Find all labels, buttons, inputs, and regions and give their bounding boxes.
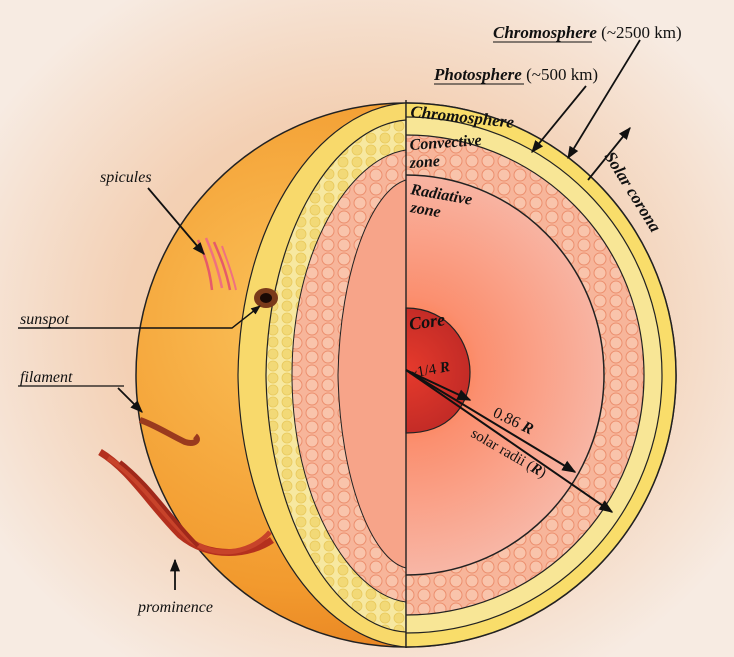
photosphere-top-label: Photosphere (~500 km): [433, 65, 598, 84]
filament-label: filament: [20, 369, 73, 386]
spicules-label: spicules: [100, 169, 152, 186]
prominence-label: prominence: [137, 599, 213, 616]
sunspot-feature: [254, 288, 278, 308]
chromosphere-top-label: Chromosphere (~2500 km): [493, 23, 682, 42]
convective-label-line2: zone: [408, 153, 440, 172]
sunspot-label: sunspot: [20, 311, 69, 328]
